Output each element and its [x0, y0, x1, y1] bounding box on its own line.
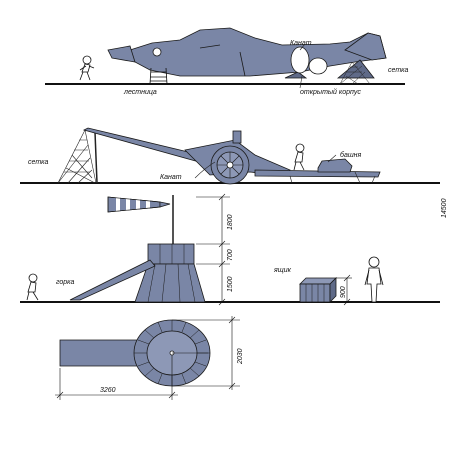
child-figure-1 [79, 55, 95, 81]
airplane-nose [107, 45, 136, 63]
label-rope-plane: Канат [290, 40, 312, 47]
dim-diameter: 2030 [237, 348, 244, 365]
airplane-fuselage [129, 27, 387, 77]
plan-tower [133, 319, 211, 387]
cannon-wheel [210, 145, 250, 185]
label-rope-cannon: Канат [160, 174, 182, 181]
cannon-view: сетка Канат башня [20, 127, 440, 185]
plan-length-dim [55, 355, 178, 400]
adult-figure [364, 256, 384, 303]
tower-base [134, 243, 206, 303]
dim-top: 1800 [227, 214, 234, 230]
label-net-cannon: сетка [28, 159, 48, 166]
plane-view: лестница Канат открытый корпус сетка [45, 27, 408, 96]
plan-view: 3260 2030 [55, 316, 244, 400]
dim-overall: 14500 [441, 198, 448, 218]
label-net-plane: сетка [388, 67, 408, 74]
dimension-chain [196, 193, 230, 306]
airplane [107, 27, 387, 79]
airplane-opening-2 [308, 57, 328, 75]
dim-box: 900 [340, 286, 347, 298]
side-view: 1800 700 1500 14500 900 горка ящик [20, 193, 448, 306]
dim-low: 1500 [227, 276, 234, 292]
box-dimension [336, 274, 352, 306]
airplane-tail-fin [344, 32, 387, 61]
child-figure-3 [26, 273, 39, 301]
slide [69, 259, 156, 301]
pennant [107, 195, 174, 245]
label-ladder: лестница [123, 89, 157, 96]
net-tail [339, 61, 371, 85]
tower-platform [317, 158, 353, 173]
label-open-body: открытый корпус [300, 88, 361, 96]
dim-length: 3260 [100, 387, 116, 394]
ladder [149, 67, 168, 85]
plan-diameter-dim [172, 316, 240, 390]
label-box: ящик [273, 267, 292, 274]
rope-line [194, 161, 216, 179]
label-slide: горка [56, 279, 74, 286]
airplane-opening-1 [290, 46, 310, 74]
net-frame [57, 129, 98, 184]
box [299, 277, 337, 303]
child-figure-2 [293, 143, 305, 171]
label-tower: башня [340, 151, 361, 159]
dim-mid: 700 [227, 249, 234, 261]
